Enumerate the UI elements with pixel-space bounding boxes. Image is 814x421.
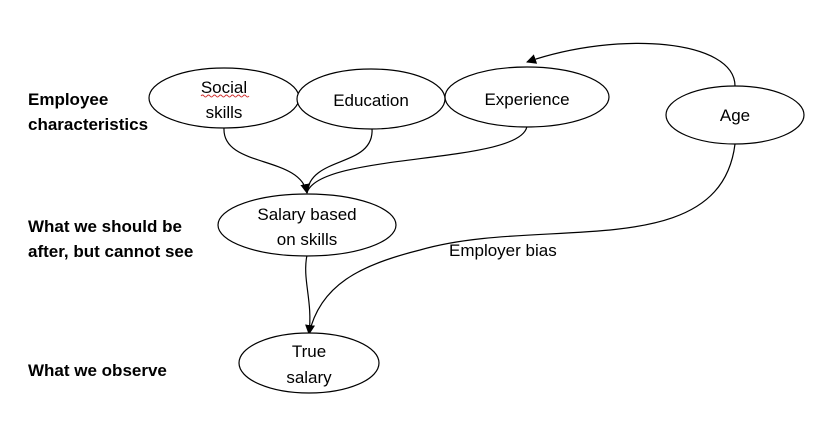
edge-age-to-experience [526, 42, 736, 87]
row-label-line: characteristics [28, 115, 149, 134]
edge-social-to-salary [223, 127, 311, 194]
node-education-label: Education [333, 91, 409, 110]
row-label-line: Employee [28, 90, 109, 109]
node-true-salary-label: salary [286, 368, 332, 387]
edge-label-employer-bias: Employer bias [449, 241, 557, 260]
row-label-observe: What we observe [28, 358, 167, 383]
edge-education-to-salary [306, 127, 373, 194]
row-label-line: What we should be [28, 217, 182, 236]
row-label-characteristics: Employee characteristics [28, 87, 148, 137]
row-label-line: What we observe [28, 361, 167, 380]
node-true-salary-label: True [292, 342, 326, 361]
edge-experience-to-salary [306, 125, 528, 194]
node-experience [444, 66, 610, 128]
edge-salary-skills-to-true-salary [305, 254, 316, 335]
node-true-salary [238, 332, 380, 394]
node-social-skills-label: skills [206, 103, 243, 122]
node-age [665, 85, 805, 145]
node-social-skills-label: Social [201, 78, 247, 97]
node-salary-skills [217, 193, 397, 257]
edge-age-to-true-salary-employer-bias [308, 143, 736, 335]
node-salary-skills-label: Salary based [257, 205, 356, 224]
spellcheck-squiggle [200, 94, 250, 98]
row-label-should-be: What we should be after, but cannot see [28, 214, 193, 264]
node-experience-label: Experience [484, 90, 569, 109]
node-salary-skills-label: on skills [277, 230, 337, 249]
edges [223, 42, 736, 335]
node-age-label: Age [720, 106, 750, 125]
row-label-line: after, but cannot see [28, 242, 194, 261]
